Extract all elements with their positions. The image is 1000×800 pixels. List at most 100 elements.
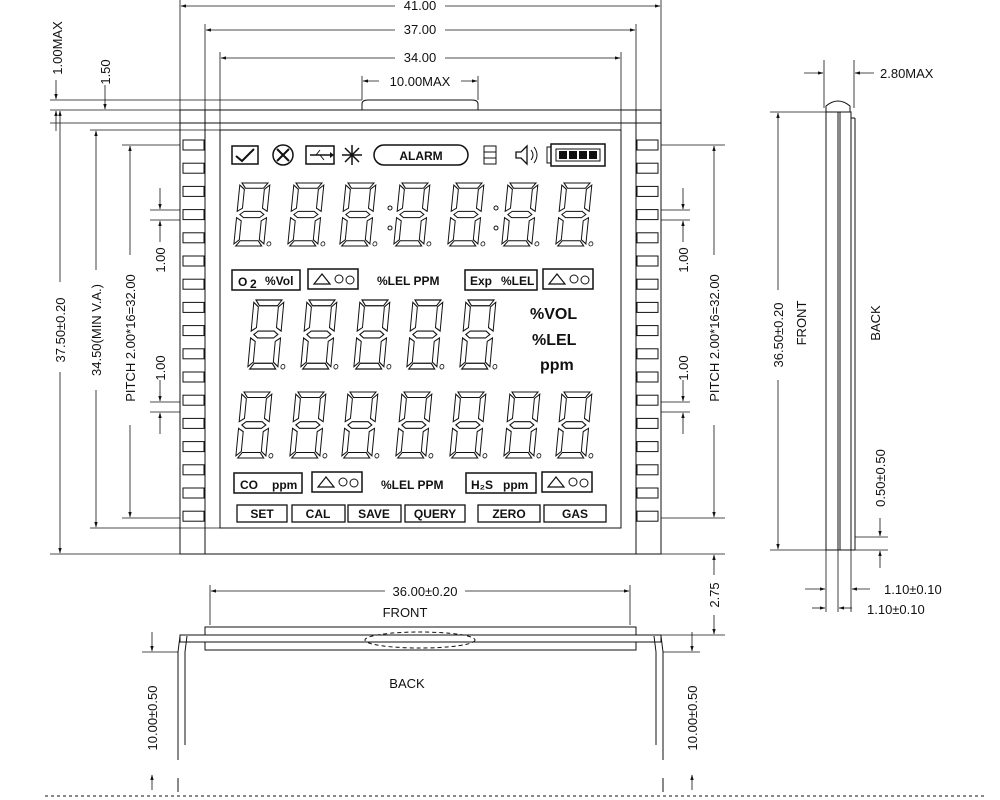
left-pin [182,185,205,197]
dim-side-thickness: 2.80MAX [880,66,934,81]
fan-icon [342,145,362,165]
dim-overall-height: 37.50±0.20 [53,298,68,363]
lel-ppm-top: %LEL PPM [377,274,439,288]
seven-segment-digit [247,299,292,370]
dim-view-height: 34.50(MIN V.A.) [89,284,104,376]
dim-view-width: 34.00 [404,50,437,65]
left-pin [182,325,205,337]
dim-tab-width: 10.00MAX [390,74,451,89]
right-pin [636,325,659,337]
warning-status-icon-3 [311,471,363,493]
dim-pitch-right: PITCH 2.00*16=32.00 [707,274,722,402]
warning-status-icon-2 [542,268,594,290]
top-dimensions: 41.00 37.00 34.00 10.00MAX [179,0,662,130]
seven-segment-digit [459,299,504,370]
seven-segment-digit [555,391,600,459]
gas-button[interactable]: GAS [543,504,607,523]
dim-pin-width-left-2: 1.00 [153,355,168,380]
seven-segment-digit [555,182,600,247]
battery-icon [546,143,606,167]
dim-side-glass-1: 1.10±0.10 [884,582,942,597]
svg-text:O: O [238,275,247,289]
usb-icon [305,145,335,165]
dim-top-offset-1: 1.00MAX [50,21,65,75]
right-pin-row [636,139,659,522]
svg-text:GAS: GAS [562,507,588,521]
co-label: CO [240,478,258,492]
dim-pin-length-left: 10.00±0.50 [145,686,160,751]
digit-row-middle [247,299,504,370]
right-pin [636,301,659,313]
right-pin [636,162,659,174]
right-pin [636,185,659,197]
right-pin [636,487,659,499]
button-row: SET CAL SAVE QUERY ZERO GAS [236,504,607,523]
seven-segment-digit [406,299,451,370]
left-pin [182,510,205,522]
right-pin [636,510,659,522]
cancel-circle-icon [272,144,294,166]
dim-side-height: 36.50±0.20 [771,303,786,368]
right-pin [636,209,659,221]
left-pin [182,441,205,453]
seven-segment-digit [300,299,345,370]
right-pin [636,464,659,476]
cal-button[interactable]: CAL [291,504,346,523]
seven-segment-digit [235,391,280,459]
o2-unit: %Vol [265,274,293,288]
right-pin [636,441,659,453]
zero-button[interactable]: ZERO [477,504,541,523]
query-button[interactable]: QUERY [404,504,466,523]
check-icon [231,145,259,165]
left-pin-row [182,139,205,522]
seven-segment-digit [395,391,440,459]
alarm-badge: ALARM [373,144,469,166]
left-pin [182,487,205,499]
warning-status-icon-4 [541,471,593,493]
seven-segment-digit [501,182,546,247]
seven-segment-digit [393,182,438,247]
exp-indicator: Exp %LEL [464,269,538,291]
seven-segment-digit [503,391,548,459]
dim-overall-width: 41.00 [404,0,437,13]
left-pin [182,209,205,221]
speaker-icon [515,144,538,166]
seven-segment-digit [339,182,384,247]
digit-row-bottom [235,391,600,459]
digit-row-top [233,182,600,247]
right-pin [636,394,659,406]
save-button[interactable]: SAVE [347,504,402,523]
left-pin [182,232,205,244]
right-pin [636,417,659,429]
lcd-panel: ALARM [231,143,607,523]
dim-pin-width-left-1: 1.00 [153,247,168,272]
dim-pin-width-right-1: 1.00 [676,247,691,272]
seven-segment-digit [449,391,494,459]
bottom-view: 36.00±0.20 FRONT BACK 10.00±0.50 10.00±0… [45,583,985,797]
set-button[interactable]: SET [236,504,288,523]
side-front-label: FRONT [794,301,809,346]
left-pin [182,139,205,151]
dim-side-glass-2: 1.10±0.10 [867,602,925,617]
seven-segment-digit [289,391,334,459]
svg-text:SET: SET [250,507,274,521]
unit-lel: %LEL [532,332,577,349]
svg-text:2: 2 [250,277,257,291]
right-pin [636,348,659,360]
left-pin [182,255,205,267]
left-pin [182,464,205,476]
unit-vol: %VOL [530,306,577,323]
front-view [179,99,662,555]
right-pin [636,371,659,383]
side-back-label: BACK [868,305,883,341]
h2s-label: H₂S [471,478,493,492]
left-pin [182,371,205,383]
colon-marks [387,205,499,231]
left-dimensions: 1.00MAX 1.50 37.50±0.20 34.50(MIN V.A.) … [50,21,362,555]
seven-segment-digit [353,299,398,370]
dim-bottom-offset: 2.75 [707,582,722,607]
svg-text:CAL: CAL [306,507,331,521]
seven-segment-digit [447,182,492,247]
seven-segment-digit [233,182,278,247]
